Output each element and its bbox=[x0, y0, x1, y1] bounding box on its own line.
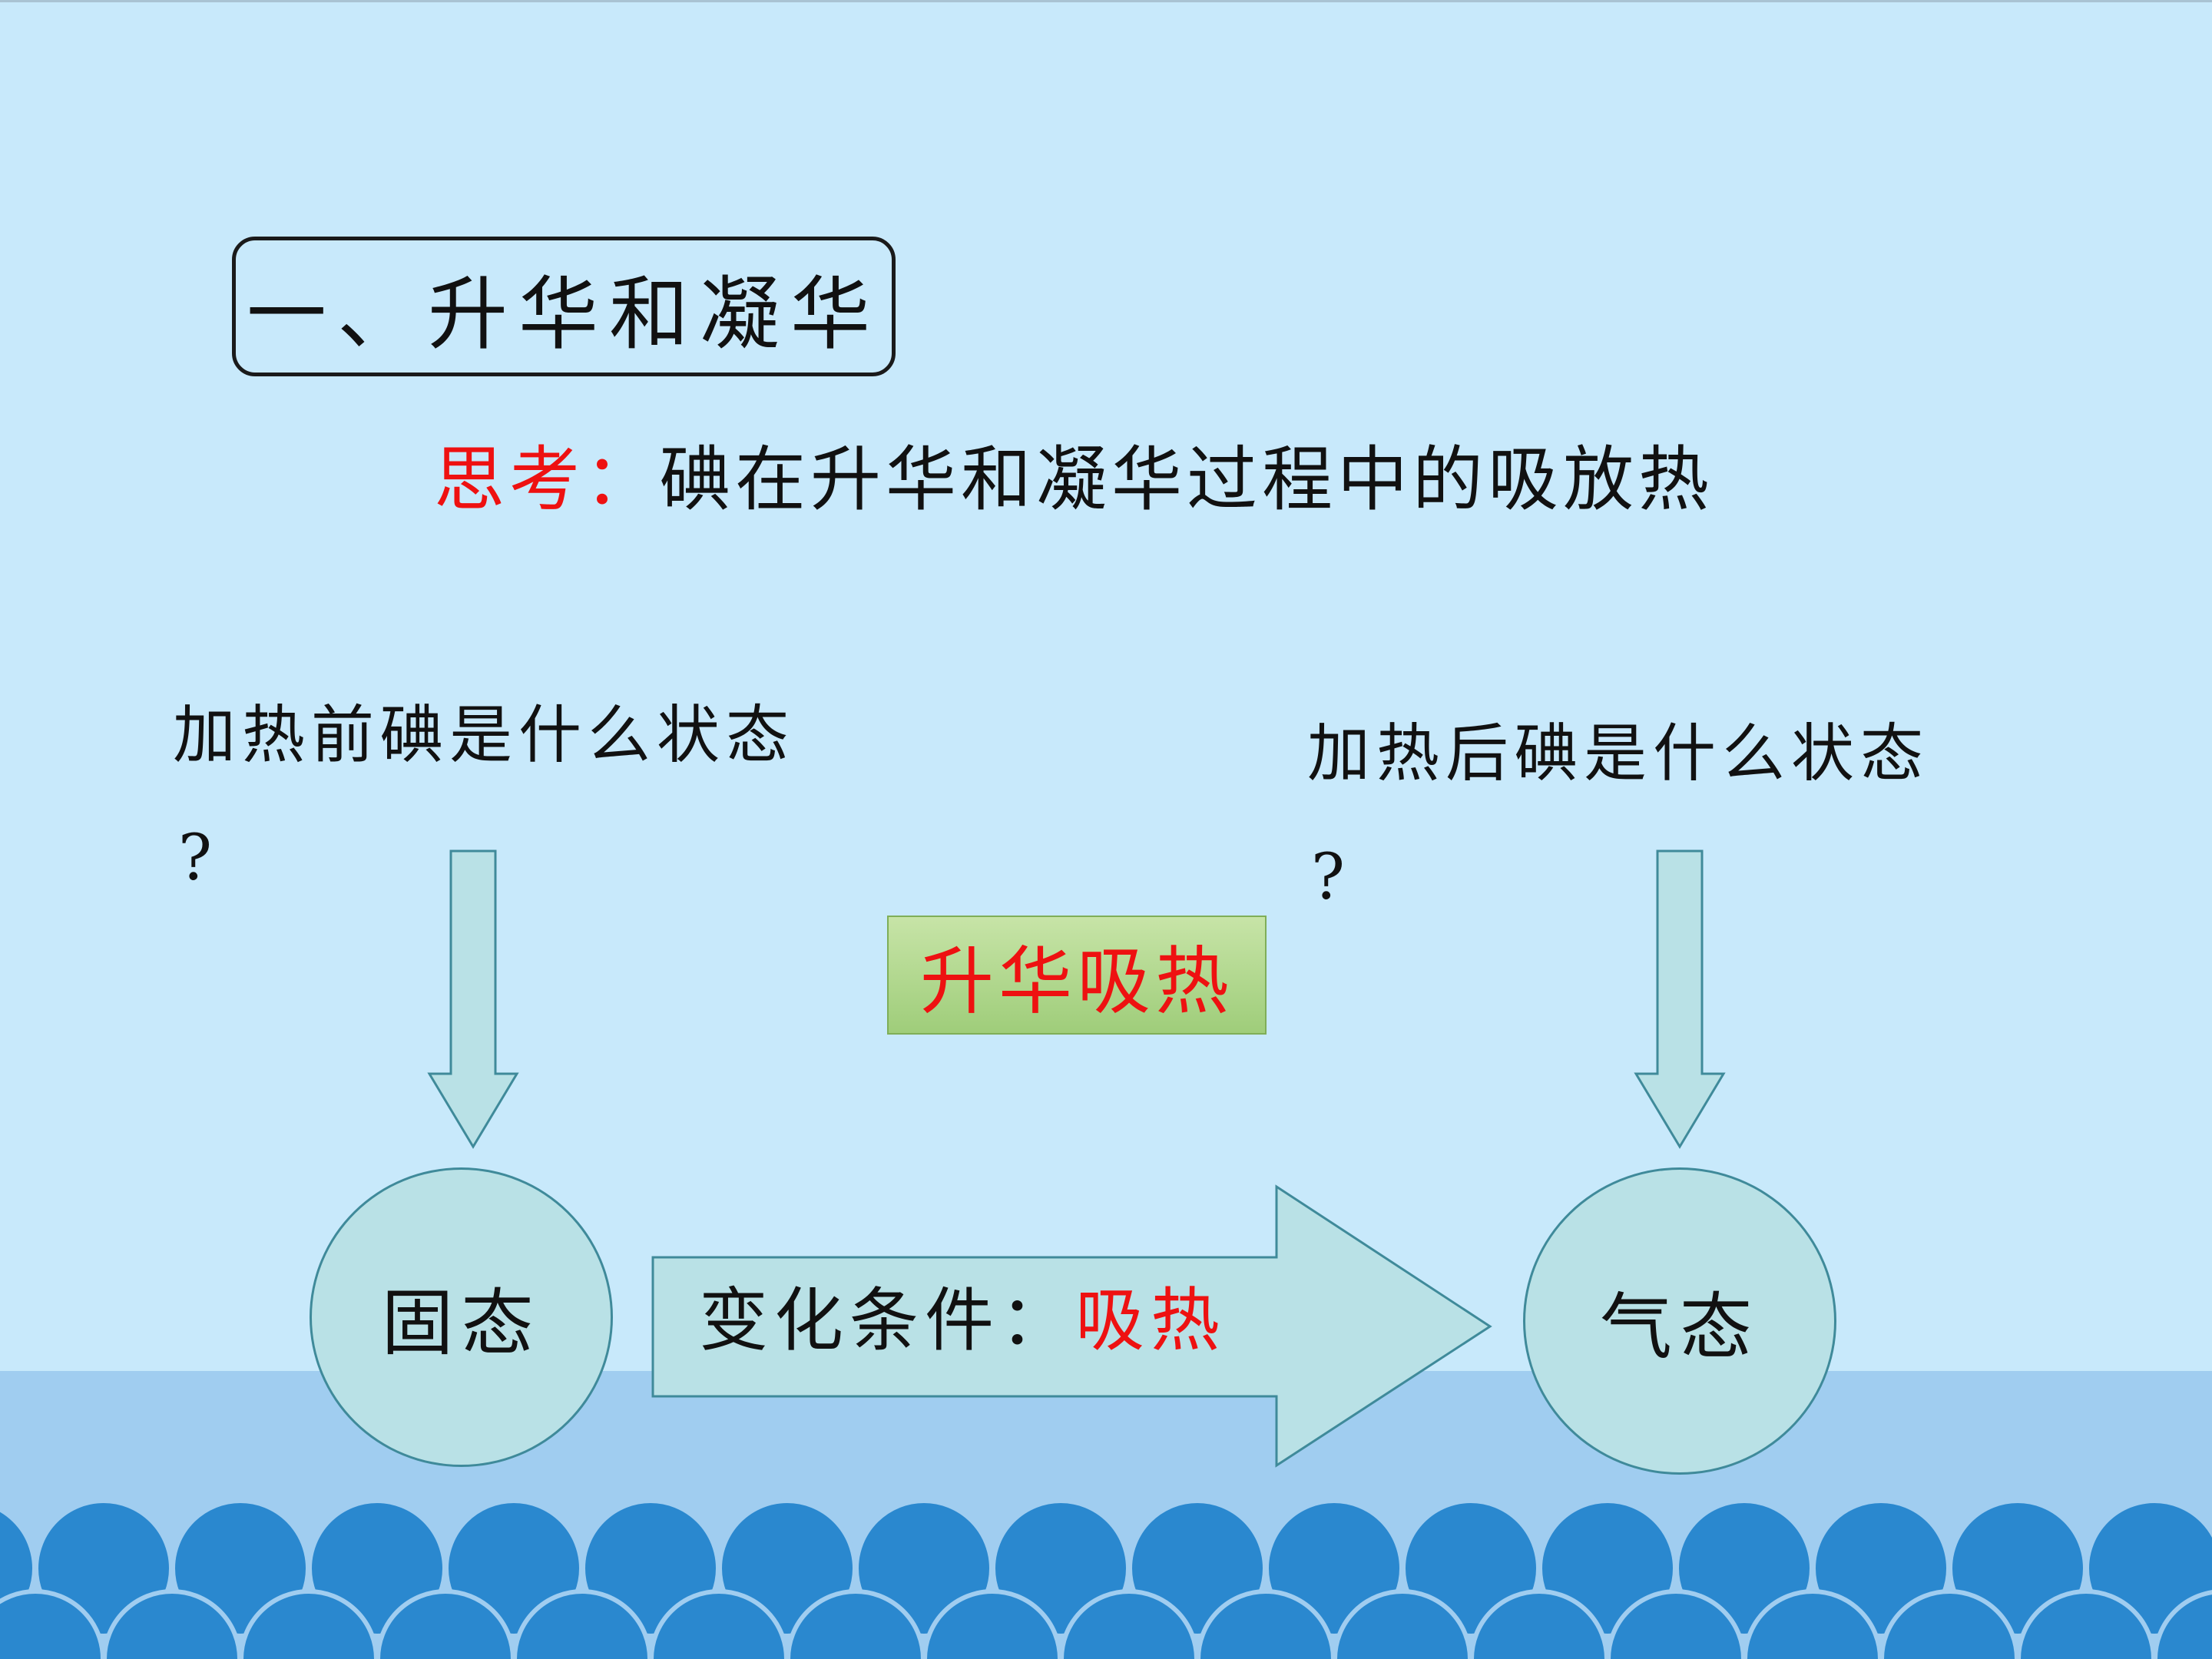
gas-state-label: 气态 bbox=[1599, 1286, 1760, 1369]
wave-scallop bbox=[512, 1589, 652, 1659]
wave-scallop bbox=[786, 1589, 926, 1659]
wave-scallop bbox=[2016, 1589, 2156, 1659]
wave-scallop bbox=[1606, 1589, 1746, 1659]
left-down-arrow bbox=[427, 849, 519, 1149]
solid-state-label: 固态 bbox=[381, 1282, 541, 1366]
top-border-line bbox=[0, 0, 2212, 2]
before-heating-question: 加热前碘是什么状态 bbox=[173, 699, 796, 772]
condition-label-text: 变化条件： bbox=[699, 1280, 1075, 1361]
condition-label: 变化条件：吸热 bbox=[699, 1271, 1226, 1371]
wave-scallop bbox=[1879, 1589, 2019, 1659]
think-text: 碘在升华和凝华过程中的吸放热 bbox=[660, 439, 1714, 521]
wave-scallop bbox=[1196, 1589, 1336, 1659]
think-prompt: 思考：碘在升华和凝华过程中的吸放热 bbox=[434, 430, 1714, 530]
gas-state-circle: 气态 bbox=[1523, 1167, 1836, 1475]
before-heating-qmark: ? bbox=[178, 822, 212, 895]
wave-scallop bbox=[0, 1589, 105, 1659]
after-heating-qmark: ? bbox=[1311, 841, 1345, 914]
wave-scallop bbox=[649, 1589, 789, 1659]
think-label: 思考： bbox=[434, 439, 661, 521]
sublimation-badge: 升华吸热 bbox=[887, 916, 1267, 1035]
wave-scallop bbox=[102, 1589, 242, 1659]
wave-scallop bbox=[1743, 1589, 1883, 1659]
solid-state-circle: 固态 bbox=[310, 1167, 613, 1467]
after-heating-question: 加热后碘是什么状态 bbox=[1307, 717, 1930, 790]
wave-scallop bbox=[1333, 1589, 1472, 1659]
process-right-arrow bbox=[651, 1184, 1492, 1468]
wave-scallop bbox=[1059, 1589, 1199, 1659]
condition-value: 吸热 bbox=[1075, 1280, 1226, 1361]
wave-scallop bbox=[376, 1589, 515, 1659]
wave-scallop bbox=[2153, 1590, 2212, 1659]
wave-scallop bbox=[1469, 1589, 1609, 1659]
wave-scallop bbox=[922, 1589, 1062, 1659]
section-heading: 一、升华和凝华 bbox=[232, 237, 896, 376]
right-down-arrow bbox=[1634, 849, 1726, 1149]
wave-scallop bbox=[239, 1589, 379, 1659]
